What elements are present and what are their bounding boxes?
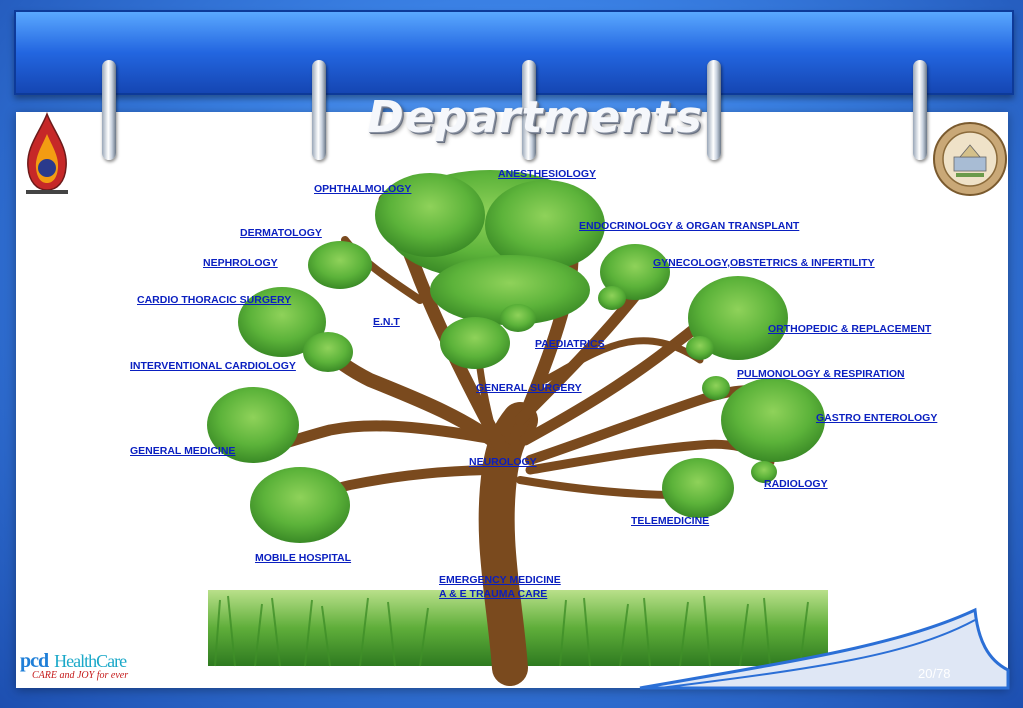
page-number: 20/78 <box>918 666 951 681</box>
page-curl <box>639 607 1010 690</box>
dept-radiology[interactable]: RADIOLOGY <box>764 478 828 490</box>
logo-healthcare-text: HealthCare <box>54 651 127 671</box>
dept-orthopedic-replacement[interactable]: ORTHOPEDIC & REPLACEMENT <box>768 323 932 335</box>
logo-pcd-text: pcd <box>20 650 49 672</box>
dept-mobile-hospital[interactable]: MOBILE HOSPITAL <box>255 552 352 564</box>
grass-blades <box>214 595 809 667</box>
dept-nephrology[interactable]: NEPHROLOGY <box>203 257 278 269</box>
dept-telemedicine[interactable]: TELEMEDICINE <box>631 515 710 527</box>
logo-tagline: CARE and JOY for ever <box>32 670 129 681</box>
dept-general-surgery[interactable]: GENERAL SURGERY <box>476 382 582 394</box>
dept-ophthalmology[interactable]: OPHTHALMOLOGY <box>314 183 412 195</box>
calendar-header-bar <box>14 10 1014 95</box>
dept-ent[interactable]: E.N.T <box>373 316 400 328</box>
flame-logo <box>26 112 68 194</box>
dept-anesthesiology[interactable]: ANESTHESIOLOGY <box>498 168 597 180</box>
seal-logo <box>933 122 1007 196</box>
dept-general-medicine[interactable]: GENERAL MEDICINE <box>130 445 236 457</box>
dept-dermatology[interactable]: DERMATOLOGY <box>240 227 322 239</box>
tree-foliage <box>207 170 825 543</box>
dept-gynecology-obstetrics-infertility[interactable]: GYNECOLOGY,OBSTETRICS & INFERTILITY <box>653 257 875 269</box>
dept-emergency-medicine[interactable]: EMERGENCY MEDICINE <box>439 574 561 586</box>
dept-neurology[interactable]: NEUROLOGY <box>469 456 537 468</box>
dept-ae-trauma-care[interactable]: A & E TRAUMA CARE <box>439 588 548 600</box>
dept-endocrinology-organ-transplant[interactable]: ENDOCRINOLOGY & ORGAN TRANSPLANT <box>579 220 800 232</box>
page-title: Departments <box>367 92 703 143</box>
dept-interventional-cardiology[interactable]: INTERVENTIONAL CARDIOLOGY <box>130 360 296 372</box>
dept-pulmonology-respiration[interactable]: PULMONOLOGY & RESPIRATION <box>737 368 905 380</box>
dept-cardio-thoracic-surgery[interactable]: CARDIO THORACIC SURGERY <box>137 294 292 306</box>
dept-paediatrics[interactable]: PAEDIATRICS <box>535 338 605 350</box>
dept-gastro-enterology[interactable]: GASTRO ENTEROLOGY <box>816 412 938 424</box>
page-curl-line <box>659 619 976 689</box>
